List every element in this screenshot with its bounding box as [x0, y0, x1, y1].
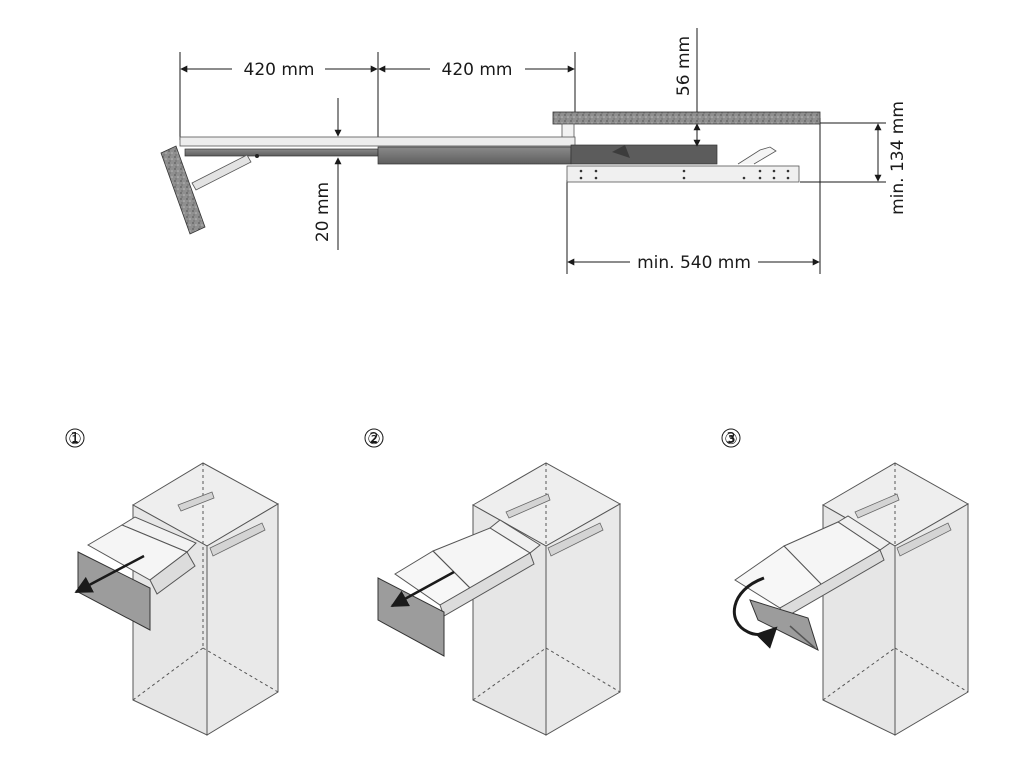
rotate-arrow-icon	[732, 576, 778, 649]
step-1-illustration: ① 1	[65, 428, 280, 736]
svg-text:2: 2	[369, 429, 379, 447]
rail-left	[184, 148, 379, 157]
step-2-illustration: ② 2	[364, 428, 622, 736]
dim-width-right-label: 420 mm	[442, 60, 513, 80]
rail-middle	[377, 146, 572, 165]
step-3-folded-front	[749, 599, 819, 651]
side-view-drawing: 420 mm 420 mm 20 mm 56 mm min. 134 mm mi…	[160, 28, 908, 274]
dim-top-clearance-label: 56 mm	[674, 36, 694, 96]
extended-board	[179, 136, 576, 147]
runner-plate	[566, 165, 800, 183]
rail-right	[570, 144, 718, 165]
step-3-number: ③	[724, 430, 737, 448]
step-3-illustration: ③ 3	[721, 428, 970, 736]
svg-text:3: 3	[726, 429, 736, 447]
dim-min-depth-label: min. 540 mm	[637, 253, 751, 273]
dim-board-gap-label: 20 mm	[313, 182, 333, 242]
dim-width-left-label: 420 mm	[244, 60, 315, 80]
dim-min-height-label: min. 134 mm	[888, 101, 908, 215]
worktop	[552, 111, 821, 125]
svg-text:1: 1	[70, 429, 80, 447]
step-2-number: ②	[367, 430, 380, 448]
step-1-number: ①	[68, 430, 81, 448]
folding-front-panel	[160, 145, 206, 235]
